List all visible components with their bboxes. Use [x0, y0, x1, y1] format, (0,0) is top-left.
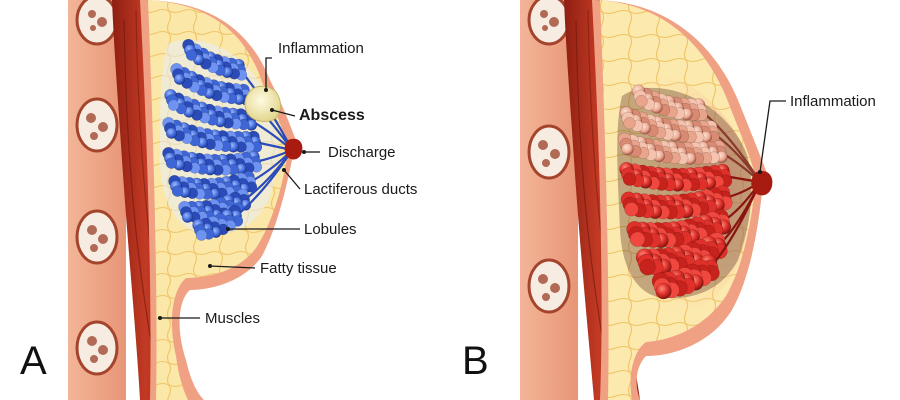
lobule-alveolus — [181, 211, 194, 223]
lobule-alveolus — [629, 231, 646, 247]
nipple — [751, 170, 773, 196]
lobule-alveolus — [635, 95, 648, 108]
abscess — [244, 85, 281, 122]
lobule-alveolus — [167, 99, 180, 111]
chest-wall-skin — [68, 0, 126, 400]
panel-a: Inflammation Abscess Discharge Lactifero… — [20, 0, 417, 400]
rib-cross-sections — [527, 0, 571, 314]
label-fatty-tissue: Fatty tissue — [260, 260, 337, 277]
panel-b: Inflammation B — [462, 0, 876, 400]
label-inflammation: Inflammation — [278, 40, 364, 57]
label-lactiferous-ducts: Lactiferous ducts — [304, 181, 417, 198]
label-inflammation: Inflammation — [790, 93, 876, 110]
lobules-healthy — [162, 38, 293, 241]
lobule-alveolus — [624, 202, 639, 217]
rib-cross-sections — [75, 0, 119, 376]
label-muscles: Muscles — [205, 310, 260, 327]
lobule-alveolus — [165, 127, 178, 139]
label-abscess: Abscess — [299, 107, 365, 124]
lobule-alveolus — [171, 185, 184, 197]
label-leaders — [758, 100, 786, 174]
lobule-alveolus — [173, 73, 186, 85]
label-leaders — [158, 57, 320, 320]
panel-letter-b: B — [462, 339, 489, 383]
lobule-alveolus — [621, 143, 634, 156]
lobule-alveolus — [165, 157, 178, 169]
lactiferous-duct — [235, 149, 293, 217]
lobule-alveolus — [185, 49, 198, 61]
panel-letter-a: A — [20, 339, 47, 383]
lobule-alveolus — [195, 229, 208, 241]
lobule-alveolus — [623, 117, 636, 130]
nipple — [284, 138, 303, 160]
lobule-alveolus — [655, 283, 672, 300]
lobules-inflamed — [617, 84, 762, 300]
lobule-alveolus — [622, 172, 637, 186]
label-lobules: Lobules — [304, 221, 357, 238]
label-discharge: Discharge — [328, 144, 396, 161]
lobule-alveolus — [639, 259, 656, 276]
